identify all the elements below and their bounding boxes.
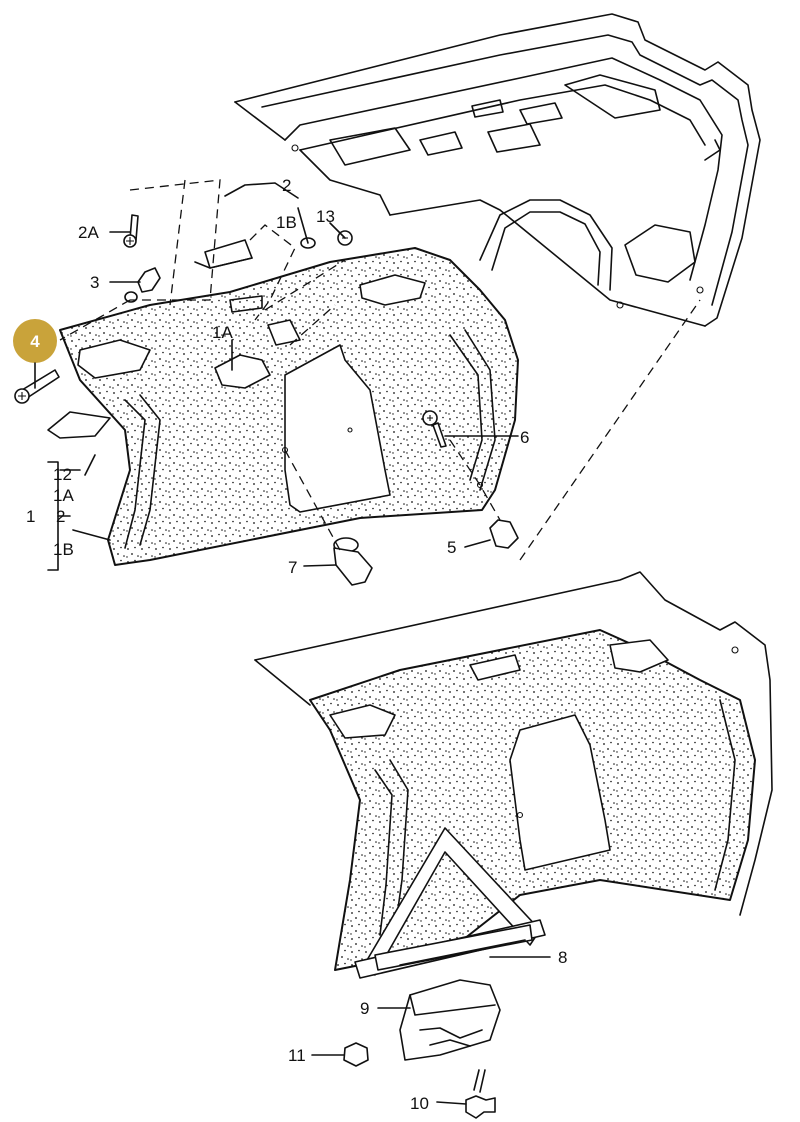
callout-1b-group: 1B: [53, 540, 74, 559]
part-handle-2: [194, 239, 253, 269]
part-screw-6: [422, 410, 447, 448]
part-cover-12: [47, 411, 111, 439]
part-clip-7: [333, 537, 373, 586]
part-screw-2a: [123, 214, 139, 248]
callout-9: 9: [360, 999, 369, 1018]
highlight-badge-4[interactable]: 4: [13, 319, 57, 363]
trunk-lid-frame-top: [234, 13, 761, 327]
trunk-lid-assembled-bottom: [254, 571, 773, 1119]
callout-7: 7: [288, 558, 297, 577]
highlight-badge-circle: [13, 319, 57, 363]
highlight-badge-label: 4: [30, 332, 40, 351]
trunk-lid-trim-panel-top: [59, 247, 519, 566]
callout-1b-top: 1B: [276, 213, 297, 232]
callout-8: 8: [558, 948, 567, 967]
leader-lines-bottom: [311, 956, 551, 1105]
callout-5: 5: [447, 538, 456, 557]
callout-2: 2: [282, 176, 291, 195]
callout-11: 11: [288, 1046, 306, 1065]
callout-2-group: 2: [56, 507, 65, 526]
callout-2a: 2A: [78, 223, 99, 242]
callout-3: 3: [90, 273, 99, 292]
part-clip-5: [489, 519, 519, 549]
callout-12: 12: [53, 465, 72, 484]
leader-lines-top: [47, 179, 701, 571]
callout-10: 10: [410, 1094, 429, 1113]
callout-13: 13: [316, 207, 335, 226]
callout-6: 6: [520, 428, 529, 447]
callout-1: 1: [26, 507, 35, 526]
part-screw-4: [14, 369, 60, 404]
part-clip-3: [124, 267, 161, 303]
callout-1a-group: 1A: [53, 486, 74, 505]
callout-1a-top: 1A: [212, 323, 233, 342]
